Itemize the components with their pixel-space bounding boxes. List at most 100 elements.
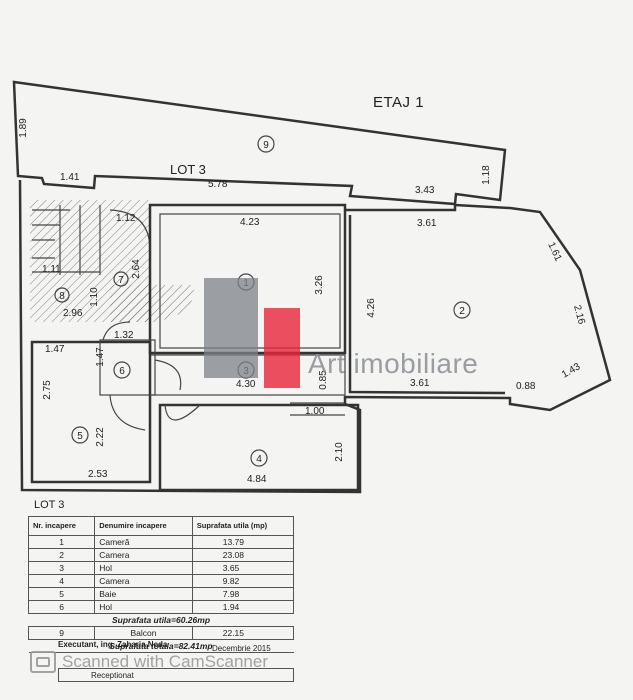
dim-1-10: 1.10 <box>89 287 100 307</box>
cell-nr: 6 <box>27 600 96 614</box>
room-number-4: 4 <box>250 449 268 467</box>
cell-area: 1.94 <box>191 600 295 614</box>
dim-1-89: 1.89 <box>18 118 29 138</box>
cell-nr: 5 <box>27 587 96 601</box>
col-header-nr: Nr. incapere <box>27 516 96 536</box>
cell-area: 7.98 <box>191 587 295 601</box>
watermark-red-block <box>264 308 300 388</box>
cell-nr: 1 <box>27 535 96 549</box>
rooms-table: Nr. incapere Denumire incapere Suprafata… <box>27 516 295 653</box>
dim-1-47a: 1.47 <box>45 344 65 355</box>
lot-label-top: LOT 3 <box>170 162 206 177</box>
cell-nr: 2 <box>27 548 96 562</box>
door-arc-1 <box>102 321 131 341</box>
receptie-label: Receptionat <box>91 671 134 680</box>
room-6-wall <box>99 339 156 396</box>
lot-label-bottom: LOT 3 <box>34 499 65 511</box>
apartment-outer-wall <box>18 179 612 494</box>
cell-name: Hol <box>94 600 193 614</box>
room-number-9: 9 <box>257 135 275 153</box>
camscanner-text: Scanned with CamScanner <box>62 652 269 671</box>
door-arc-4 <box>164 404 201 421</box>
dim-5-78: 5.78 <box>208 179 228 190</box>
dim-2-64: 2.64 <box>131 259 142 279</box>
watermark-text: Art imobiliare <box>308 348 479 379</box>
svg-text:8: 8 <box>59 291 65 302</box>
cell-area: 9.82 <box>191 574 295 588</box>
dim-3-26: 3.26 <box>314 275 325 295</box>
floor-label: ETAJ 1 <box>373 94 424 111</box>
room-2-wall <box>345 205 506 395</box>
svg-text:2: 2 <box>459 306 465 317</box>
dim-0-85: 0.85 <box>318 370 329 390</box>
date-label: Decembrie 2015 <box>212 644 271 653</box>
door-arc-5 <box>109 394 146 431</box>
col-header-name: Denumire incapere <box>94 516 193 536</box>
door-arc-6 <box>154 359 182 391</box>
cell-area: 13.79 <box>191 535 295 549</box>
dim-4-84: 4.84 <box>247 474 267 485</box>
room-number-7: 7 <box>113 271 129 287</box>
executant-label: Executant, ing. Zaharia Neda <box>58 640 168 649</box>
balcony-wall <box>12 80 507 206</box>
dim-2-75: 2.75 <box>42 380 53 400</box>
svg-text:7: 7 <box>118 275 124 286</box>
cell-name: Camera <box>94 574 193 588</box>
watermark-gray-block <box>204 278 258 378</box>
camscanner-icon <box>30 651 56 673</box>
cell-area: 3.65 <box>191 561 295 575</box>
svg-text:6: 6 <box>119 366 125 377</box>
dim-3-61b: 3.61 <box>410 378 430 389</box>
dim-1-18: 1.18 <box>481 165 492 185</box>
cell-nr: 9 <box>27 626 96 640</box>
dim-1-00: 1.00 <box>305 406 325 417</box>
room-number-8: 8 <box>54 287 70 303</box>
landing-hatch <box>110 285 195 322</box>
cell-name: Camera <box>94 548 193 562</box>
col-header-area: Suprafata utila (mp) <box>191 516 295 536</box>
dim-4-26: 4.26 <box>366 298 377 318</box>
floor-plan: 9 1 2 3 4 5 6 7 8 ETAJ 1 LOT 3 1.89 1.41… <box>12 80 612 494</box>
stair-steps <box>32 205 101 275</box>
cell-name: Hol <box>94 561 193 575</box>
dim-2-53: 2.53 <box>88 469 108 480</box>
total-row: Suprafata totala=82.41mp <box>28 639 294 653</box>
dim-3-61a: 3.61 <box>417 218 437 229</box>
cell-name: Cameră <box>94 535 193 549</box>
room-4-wall <box>158 403 360 492</box>
dim-1-43: 1.43 <box>560 361 583 380</box>
svg-text:4: 4 <box>256 454 262 465</box>
cell-name: Baie <box>94 587 193 601</box>
camscanner-watermark: Scanned with CamScanner <box>30 650 268 674</box>
art-imobiliare-watermark: Art imobiliare <box>204 278 504 388</box>
dim-4-23: 4.23 <box>240 217 260 228</box>
cell-area: 22.15 <box>191 626 295 640</box>
total-util-row: Suprafata utila=60.26mp <box>28 613 294 627</box>
room-number-6: 6 <box>113 361 131 379</box>
svg-text:5: 5 <box>77 431 83 442</box>
table-header-row: Nr. incapere Denumire incapere Suprafata… <box>27 516 295 536</box>
dim-2-10: 2.10 <box>334 442 345 462</box>
cell-area: 23.08 <box>191 548 295 562</box>
cell-nr: 4 <box>27 574 96 588</box>
room-number-5: 5 <box>71 426 89 444</box>
cell-name: Balcon <box>94 626 193 640</box>
dim-1-11: 1.11 <box>42 264 61 275</box>
total-area: Suprafata totala=82.41mp <box>28 639 294 653</box>
dim-2-22: 2.22 <box>95 427 106 447</box>
dim-3-43: 3.43 <box>415 185 435 196</box>
receptie-box: Receptionat <box>58 668 294 682</box>
svg-text:9: 9 <box>263 140 269 151</box>
dim-1-12: 1.12 <box>116 213 136 224</box>
cell-nr: 3 <box>27 561 96 575</box>
dim-4-30: 4.30 <box>236 379 256 390</box>
dim-1-41: 1.41 <box>60 172 80 183</box>
dim-2-96: 2.96 <box>63 308 83 319</box>
dim-0-88: 0.88 <box>516 381 536 392</box>
